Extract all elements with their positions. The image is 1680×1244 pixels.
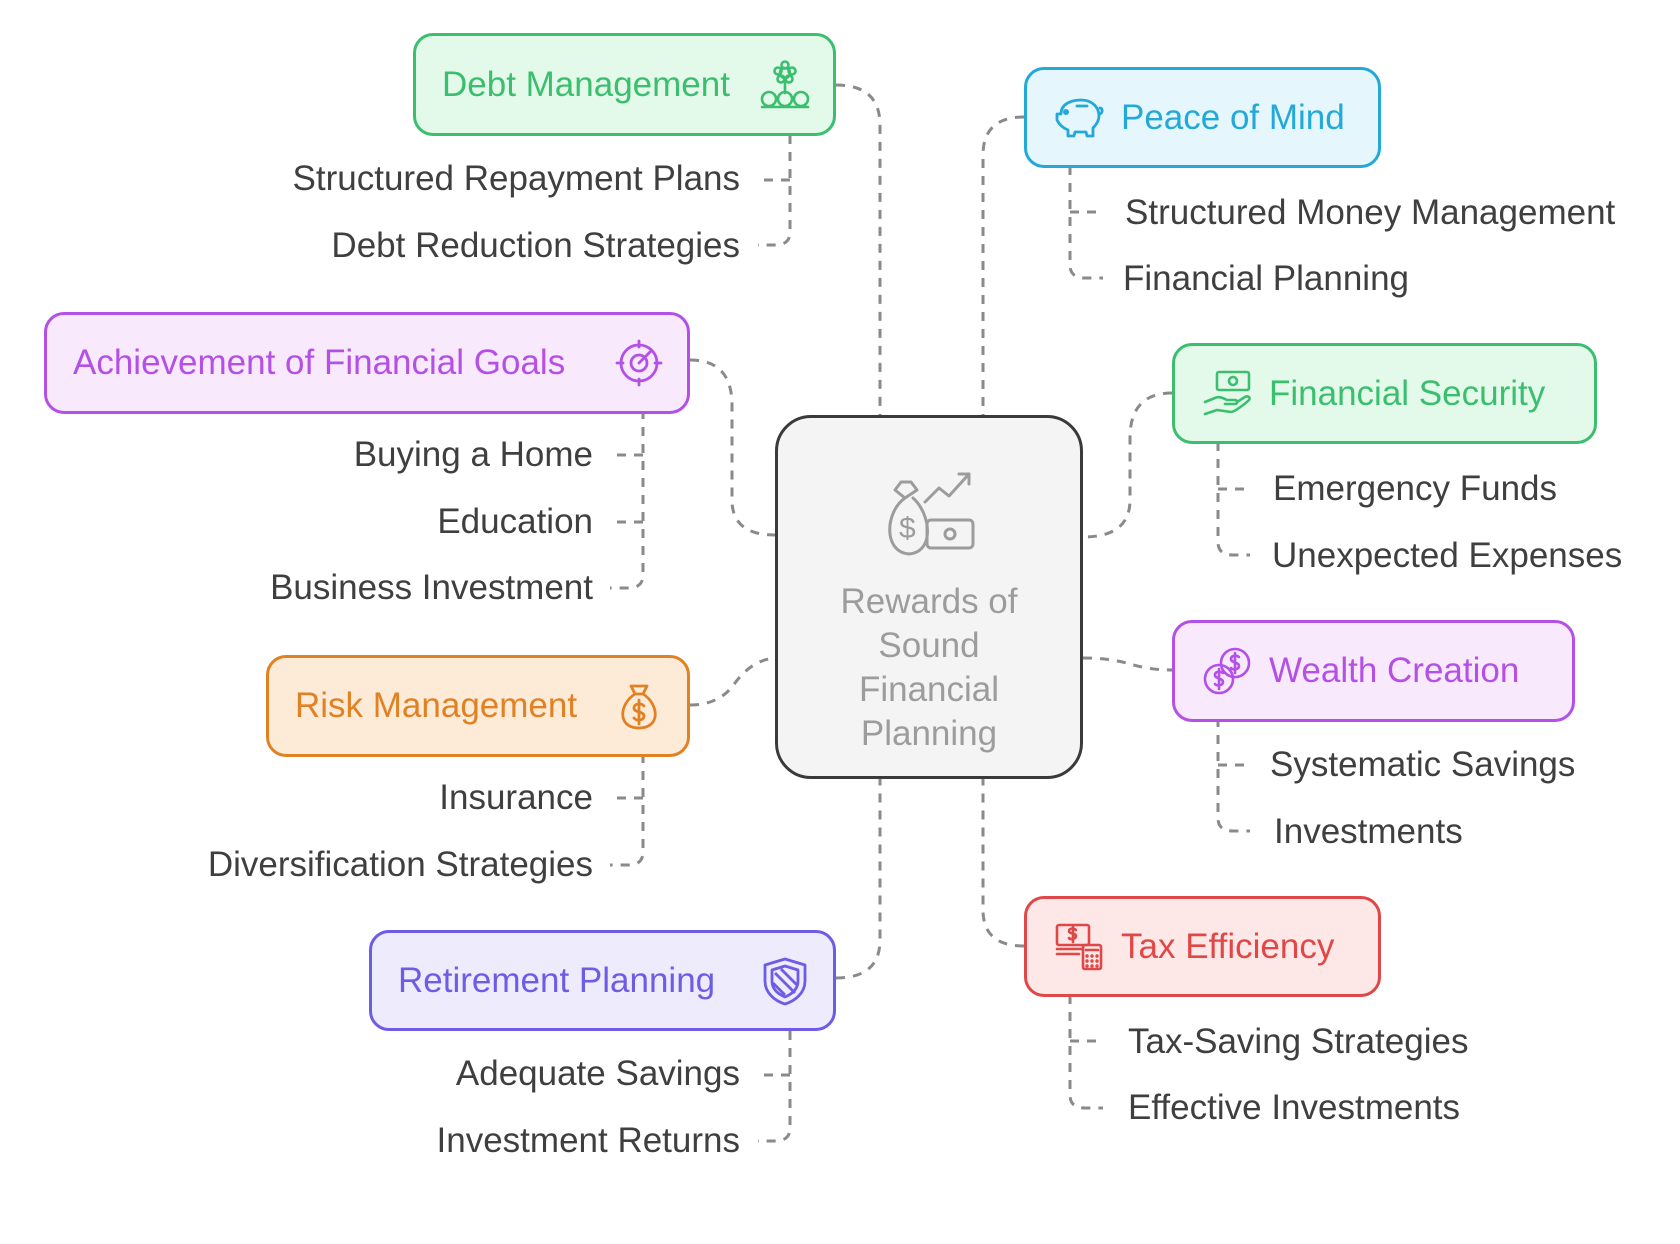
cash-calculator-icon — [1055, 923, 1103, 970]
connector-tax-efficiency — [981, 779, 1025, 948]
sub-item: Tax-Saving Strategies — [1128, 1022, 1469, 1061]
sub-item: Structured Money Management — [1125, 193, 1616, 232]
sub-item: Structured Repayment Plans — [292, 159, 740, 198]
connector-financial-security — [1082, 391, 1173, 539]
sub-item: Effective Investments — [1128, 1088, 1461, 1127]
sub-item: Adequate Savings — [455, 1054, 740, 1093]
bracket-risk-management — [610, 754, 645, 867]
branch-tax-efficiency[interactable]: Tax Efficiency — [1024, 896, 1381, 997]
sub-item: Diversification Strategies — [207, 845, 593, 884]
sub-item: Business Investment — [270, 568, 593, 607]
bracket-peace-of-mind — [1068, 166, 1103, 280]
branch-retirement-planning[interactable]: Retirement Planning — [369, 930, 836, 1031]
bracket-tax-efficiency — [1068, 995, 1103, 1110]
money-bag-growth-icon: $ — [888, 472, 975, 556]
branch-achievement-of-financial-goals[interactable]: Achievement of Financial Goals — [44, 312, 690, 414]
sub-item: Unexpected Expenses — [1272, 536, 1623, 575]
branch-debt-management[interactable]: Debt Management — [413, 33, 836, 136]
connector-peace-of-mind — [981, 115, 1025, 415]
sub-item: Buying a Home — [353, 435, 593, 474]
branch-risk-management[interactable]: Risk Management — [266, 655, 690, 757]
branch-wealth-creation[interactable]: Wealth Creation — [1172, 620, 1575, 722]
bracket-debt-management — [758, 135, 792, 247]
sub-item: Debt Reduction Strategies — [331, 226, 740, 265]
connector-debt-management — [835, 83, 882, 415]
bracket-wealth-creation — [1216, 718, 1250, 833]
connector-retirement-planning — [835, 779, 882, 980]
coins-icon — [1203, 647, 1251, 695]
sub-item: Emergency Funds — [1273, 469, 1558, 508]
money-bag-icon — [621, 684, 657, 730]
branch-label: Peace of Mind — [1121, 97, 1345, 137]
connector-risk-management — [689, 656, 776, 707]
branch-label: Achievement of Financial Goals — [73, 343, 566, 382]
branch-label: Debt Management — [442, 64, 730, 104]
sub-item: Education — [437, 502, 593, 541]
flower-coins-icon — [760, 59, 810, 108]
bracket-achievement-of-financial-goals — [610, 410, 645, 590]
sub-item: Insurance — [439, 778, 593, 817]
sub-item: Investment Returns — [436, 1121, 740, 1160]
svg-text:$: $ — [899, 512, 916, 545]
target-icon — [615, 339, 663, 387]
central-topic-title: Rewards of Sound Financial Planning — [840, 582, 1018, 753]
sub-item: Investments — [1274, 812, 1463, 851]
central-topic: $ Rewards of Sound Financial Planning — [775, 415, 1083, 779]
sub-item: Systematic Savings — [1270, 745, 1576, 784]
branch-label: Wealth Creation — [1269, 651, 1520, 690]
piggy-bank-icon — [1055, 98, 1104, 137]
bracket-financial-security — [1216, 442, 1250, 557]
branch-label: Risk Management — [295, 686, 578, 725]
bracket-retirement-planning — [758, 1031, 792, 1143]
branch-label: Retirement Planning — [398, 960, 716, 1000]
branch-financial-security[interactable]: Financial Security — [1172, 343, 1597, 444]
branch-label: Tax Efficiency — [1121, 926, 1335, 966]
connector-achievement-of-financial-goals — [689, 358, 776, 537]
hand-cash-icon — [1203, 370, 1251, 415]
branch-label: Financial Security — [1269, 373, 1546, 413]
branch-peace-of-mind[interactable]: Peace of Mind — [1024, 67, 1381, 168]
connector-wealth-creation — [1082, 656, 1173, 672]
sub-item: Financial Planning — [1123, 259, 1410, 298]
shield-icon — [763, 957, 807, 1005]
